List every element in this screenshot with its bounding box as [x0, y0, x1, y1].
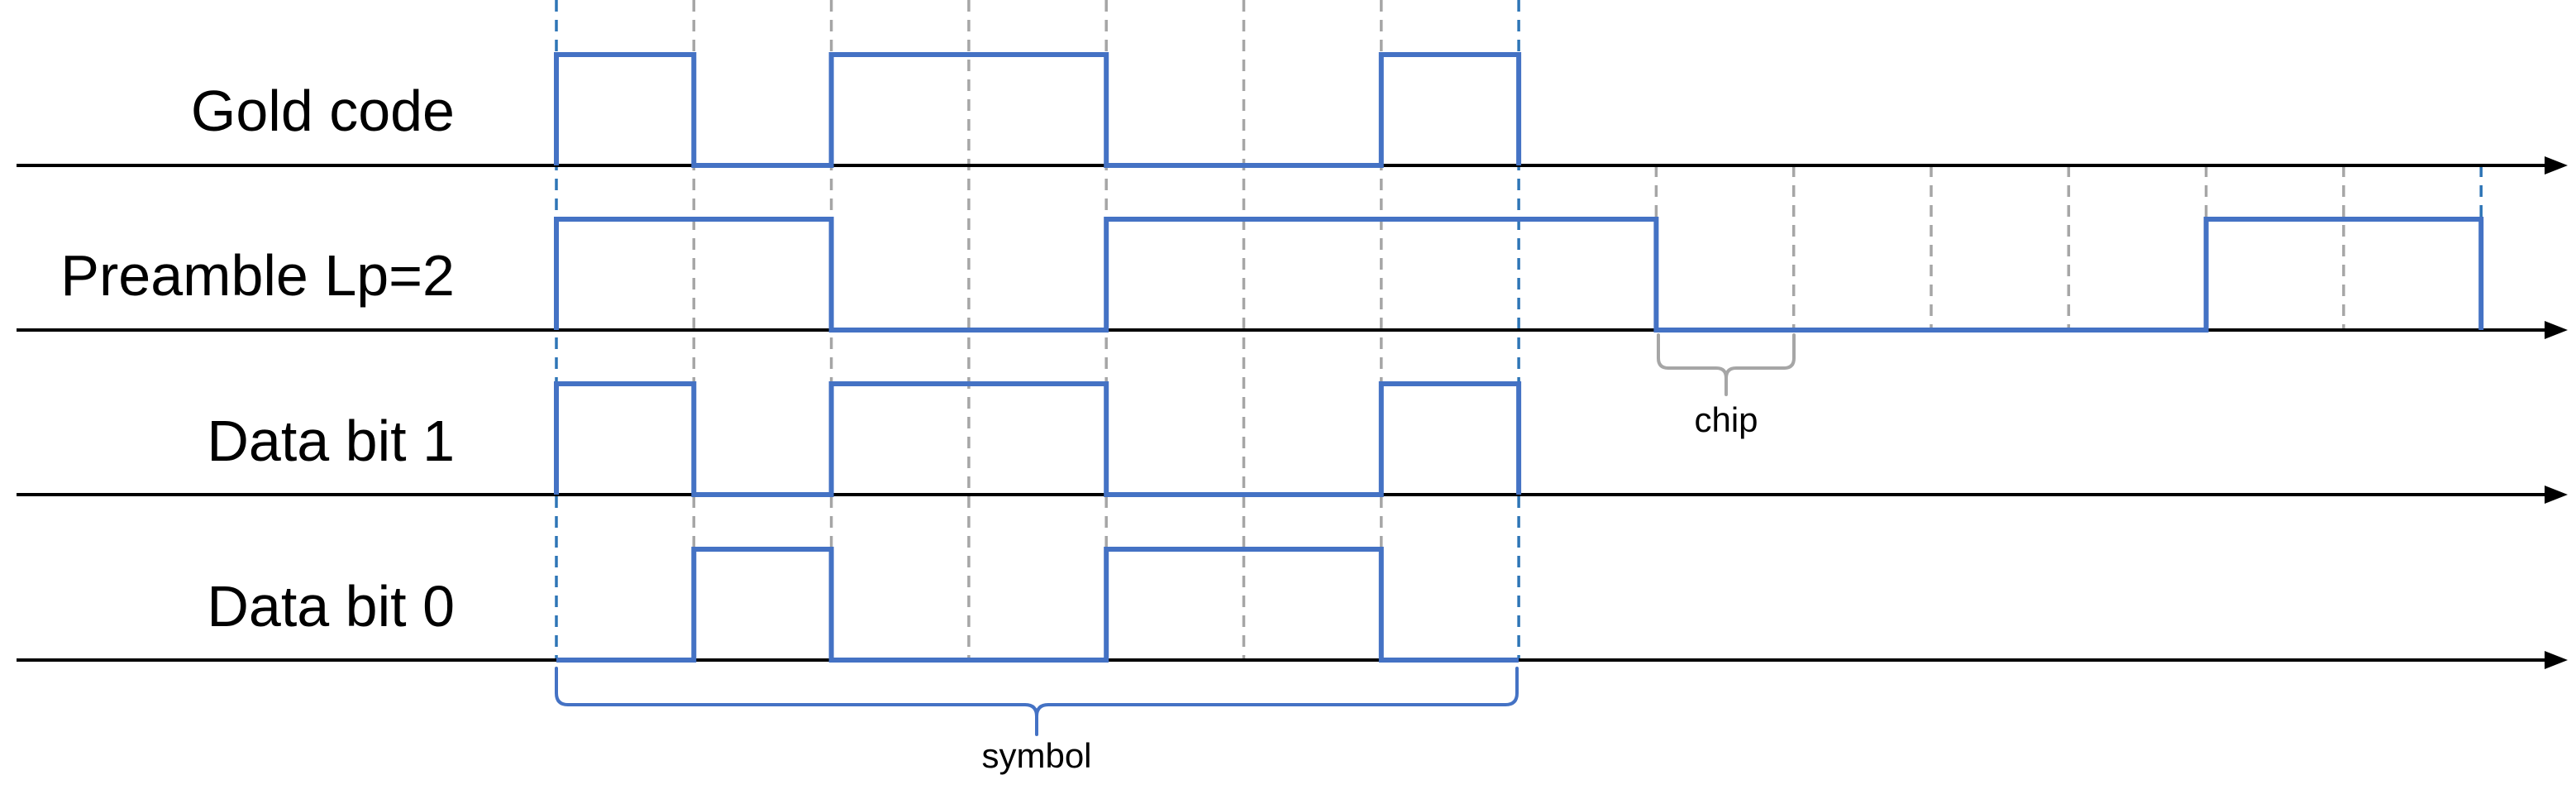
row-preamble: Preamble Lp=2 [17, 217, 2568, 339]
row-label-data-bit-1: Data bit 1 [207, 409, 455, 473]
symbol-annotation: symbol [555, 667, 1519, 775]
symbol-brace [555, 667, 1519, 736]
row-label-gold-code: Gold code [191, 79, 455, 143]
waveform-data-bit-0 [556, 547, 1519, 663]
waveform-preamble [554, 217, 2484, 333]
row-data-bit-1: Data bit 1 [17, 381, 2568, 504]
chip-label: chip [1694, 400, 1758, 439]
row-gold-code: Gold code [17, 52, 2568, 175]
row-label-preamble: Preamble Lp=2 [60, 243, 455, 308]
row-data-bit-0: Data bit 0 [17, 547, 2568, 669]
chip-annotation: chip [1657, 333, 1796, 439]
axis-arrowhead-data-bit-0 [2545, 651, 2568, 669]
row-label-data-bit-0: Data bit 0 [207, 574, 455, 639]
symbol-label: symbol [981, 736, 1091, 775]
axis-arrowhead-data-bit-1 [2545, 486, 2568, 504]
axis-arrowhead-preamble [2545, 321, 2568, 339]
waveform-gold-code [554, 52, 1522, 168]
chip-brace [1657, 333, 1796, 396]
waveform-data-bit-1 [554, 381, 1522, 497]
axis-arrowhead-gold-code [2545, 156, 2568, 175]
